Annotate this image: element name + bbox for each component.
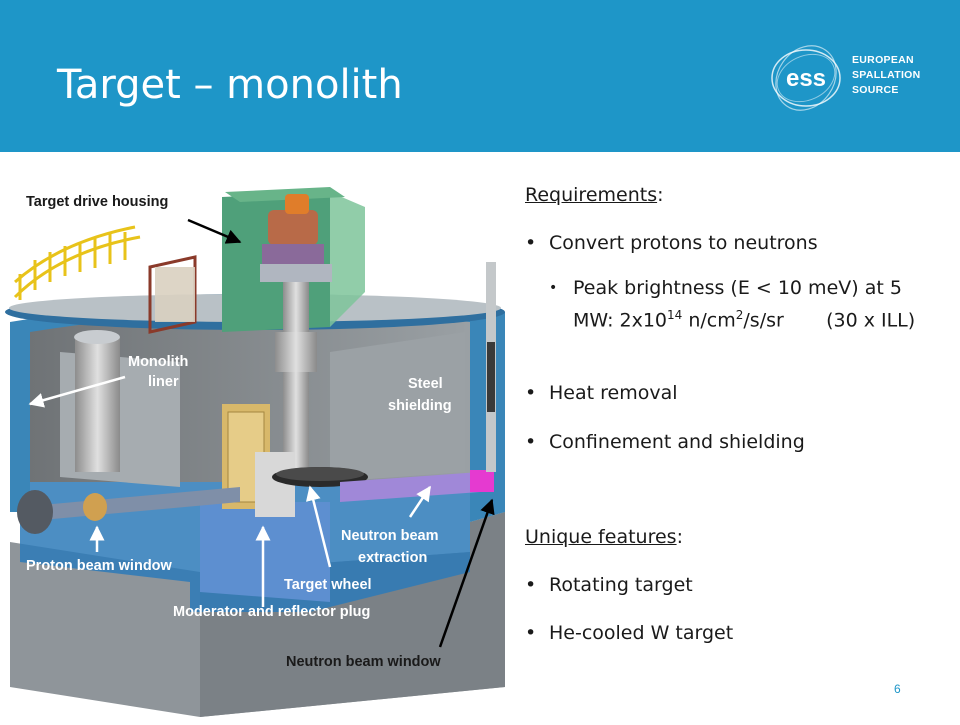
label-monolith: Monolith xyxy=(128,354,189,370)
arrow-monolith-liner xyxy=(28,375,126,408)
requirements-heading: Requirements: xyxy=(525,184,664,206)
label-target-wheel: Target wheel xyxy=(284,577,372,593)
header-bar: Target – monolith ess EUROPEAN SPALLATIO… xyxy=(0,0,960,152)
unique-features-heading-text: Unique features xyxy=(525,526,677,548)
logo-line-1: EUROPEAN xyxy=(852,54,914,66)
label-neutron-beam-window: Neutron beam window xyxy=(286,654,441,670)
label-moderator-plug: Moderator and reflector plug xyxy=(173,604,371,620)
arrow-target-wheel xyxy=(305,485,332,568)
unique-features-heading: Unique features: xyxy=(525,526,683,548)
arrow-neutron-window xyxy=(438,498,495,648)
requirements-heading-text: Requirements xyxy=(525,184,658,206)
annotation-arrows xyxy=(28,218,495,648)
logo-line-2: SPALLATION xyxy=(852,69,921,81)
slide-title: Target – monolith xyxy=(57,62,403,108)
label-shielding: shielding xyxy=(388,398,452,414)
label-neutron-beam: Neutron beam xyxy=(341,528,439,544)
label-extraction: extraction xyxy=(358,550,428,566)
label-steel: Steel xyxy=(408,376,443,392)
label-proton-beam-window: Proton beam window xyxy=(26,558,172,574)
arrow-neutron-extraction xyxy=(408,485,432,518)
requirements-colon: : xyxy=(657,184,664,206)
logo-mark: ess xyxy=(786,65,826,92)
unique-features-colon: : xyxy=(676,526,683,548)
label-liner: liner xyxy=(148,374,179,390)
ess-logo-icon: ess xyxy=(771,45,841,111)
page-number: 6 xyxy=(894,682,901,696)
logo-text: EUROPEAN SPALLATION SOURCE xyxy=(852,53,921,98)
label-target-drive-housing: Target drive housing xyxy=(26,194,169,210)
monolith-illustration: Target drive housing Monolith liner Stee… xyxy=(0,182,510,720)
monolith-cutaway-image xyxy=(5,187,505,717)
logo-line-3: SOURCE xyxy=(852,84,899,96)
arrow-drive-housing xyxy=(187,218,242,244)
sub-bullet-brightness: Peak brightness (E < 10 meV) at 5 MW: 2x… xyxy=(549,275,944,334)
